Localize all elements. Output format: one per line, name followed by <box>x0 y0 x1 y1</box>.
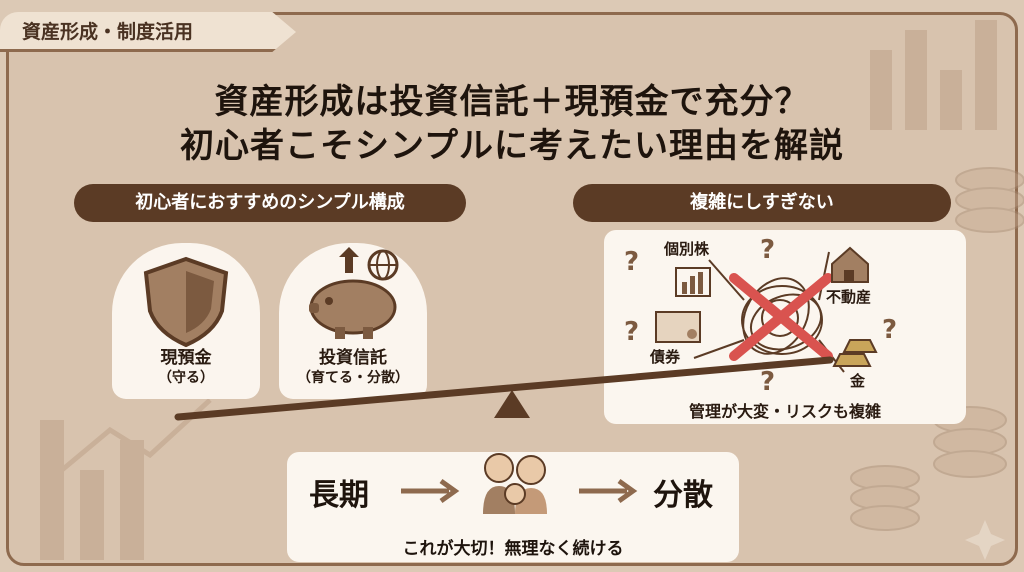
svg-text:?: ? <box>882 315 897 345</box>
bond-certificate-icon <box>655 311 701 343</box>
cross-mark-icon <box>729 273 833 361</box>
family-icon <box>483 453 547 514</box>
stock-chart-icon <box>675 267 711 297</box>
house-icon <box>831 246 869 283</box>
svg-text:?: ? <box>624 247 639 277</box>
category-tag: 資産形成・制度活用 <box>0 12 296 52</box>
svg-text:?: ? <box>760 367 775 397</box>
page-title-line1: 資産形成は投資信託＋現預金で充分？ <box>214 82 810 122</box>
bottom-summary-box: 長期 分散 これが大切！無理なく続ける <box>287 452 739 562</box>
long-term-label: 長期 <box>309 478 369 513</box>
tangled-arrows-illustration: ? ? ? ? ? <box>624 235 897 397</box>
card-mutual-fund-sub: （育てる・分散） <box>297 370 409 386</box>
item-bonds: 債券 <box>650 348 681 366</box>
right-arrow-icon <box>579 478 638 504</box>
shield-icon <box>143 256 229 348</box>
diversification-label: 分散 <box>653 478 713 513</box>
card-cash-label: 現預金 <box>160 348 212 368</box>
piggy-bank-icon <box>309 247 399 339</box>
svg-text:?: ? <box>760 235 775 265</box>
left-section-heading: 初心者におすすめのシンプル構成 <box>74 184 466 222</box>
card-mutual-fund: 投資信託 （育てる・分散） <box>279 243 427 399</box>
svg-text:?: ? <box>624 317 639 347</box>
complex-investments-panel: ? ? ? ? ? <box>604 230 966 424</box>
card-mutual-fund-label: 投資信託 <box>319 348 387 368</box>
item-gold: 金 <box>850 372 866 390</box>
page-title-line2: 初心者こそシンプルに考えたい理由を解説 <box>180 126 844 166</box>
item-individual-stocks: 個別株 <box>664 240 710 258</box>
gold-bar-icon <box>832 339 878 367</box>
card-cash: 現預金 （守る） <box>112 243 260 399</box>
right-arrow-icon <box>401 478 460 504</box>
card-cash-sub: （守る） <box>158 370 214 386</box>
bottom-caption: これが大切！無理なく続ける <box>402 539 624 559</box>
complex-caption: 管理が大変・リスクも複雑 <box>688 402 881 421</box>
item-real-estate: 不動産 <box>826 288 872 306</box>
right-section-heading: 複雑にしすぎない <box>573 184 951 222</box>
